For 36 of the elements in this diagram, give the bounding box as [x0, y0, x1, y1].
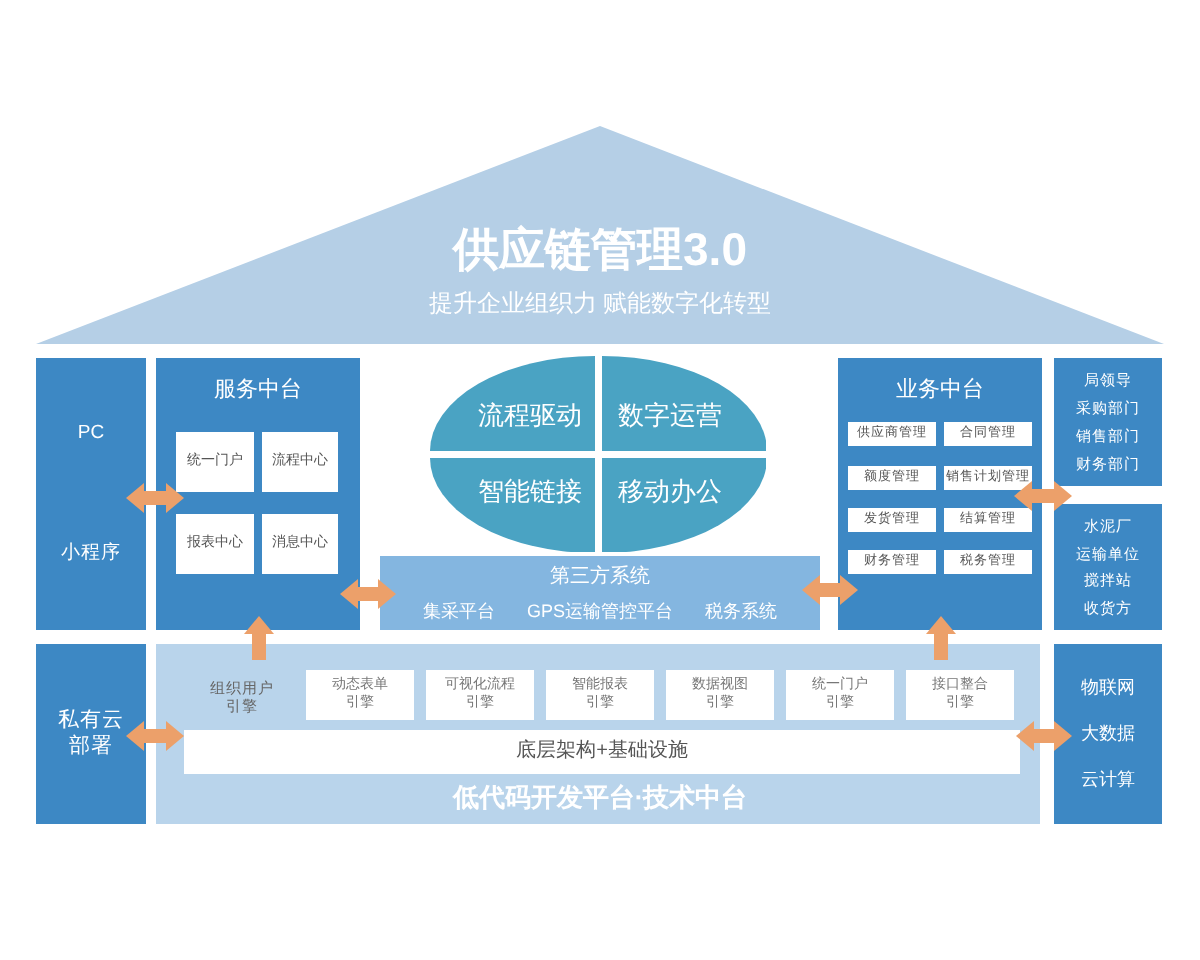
arrow — [244, 616, 274, 660]
quadrant-label: 智能链接 — [478, 474, 582, 508]
third-party-panel — [380, 556, 820, 630]
double-arrow — [340, 579, 396, 609]
quadrant-label: 移动办公 — [618, 474, 722, 508]
channel-label: 小程序 — [61, 542, 121, 566]
panel-heading: 业务中台 — [896, 378, 984, 406]
channel-label: PC — [77, 422, 105, 446]
service-panel — [156, 358, 360, 630]
double-arrow — [1014, 481, 1072, 511]
department-panel — [1054, 358, 1162, 486]
system-label: GPS运输管控平台 — [527, 600, 673, 624]
double-arrow — [126, 483, 184, 513]
subtitle-text: 提升企业组织力 赋能数字化转型 — [428, 289, 772, 319]
double-arrow — [126, 721, 184, 751]
deployment-panel: 私有云部署 — [36, 644, 146, 824]
technology-label: 大数据 — [1081, 722, 1135, 746]
system-label: 税务系统 — [705, 600, 777, 624]
platform-panel — [156, 644, 1040, 824]
title-text: 供应链管理3.0 — [453, 221, 747, 279]
platform-label: 低代码开发平台·技术中台 — [452, 781, 748, 815]
quadrant-label: 数字运营 — [618, 399, 722, 433]
infrastructure-band: 底层架构+基础设施 — [184, 730, 1020, 774]
technology-panel — [1054, 644, 1162, 824]
quadrant-label: 流程驱动 — [478, 399, 582, 433]
technology-label: 物联网 — [1081, 676, 1135, 699]
technology-label: 云计算 — [1081, 769, 1135, 792]
double-arrow — [802, 575, 858, 605]
arrow — [926, 616, 956, 660]
partner-panel — [1054, 504, 1162, 630]
panel-heading: 第三方系统 — [550, 565, 650, 591]
double-arrow — [1016, 721, 1072, 751]
panel-heading: 服务中台 — [214, 378, 302, 406]
business-panel — [838, 358, 1042, 630]
channel-panel — [36, 358, 146, 630]
system-label: 集采平台 — [423, 600, 495, 624]
